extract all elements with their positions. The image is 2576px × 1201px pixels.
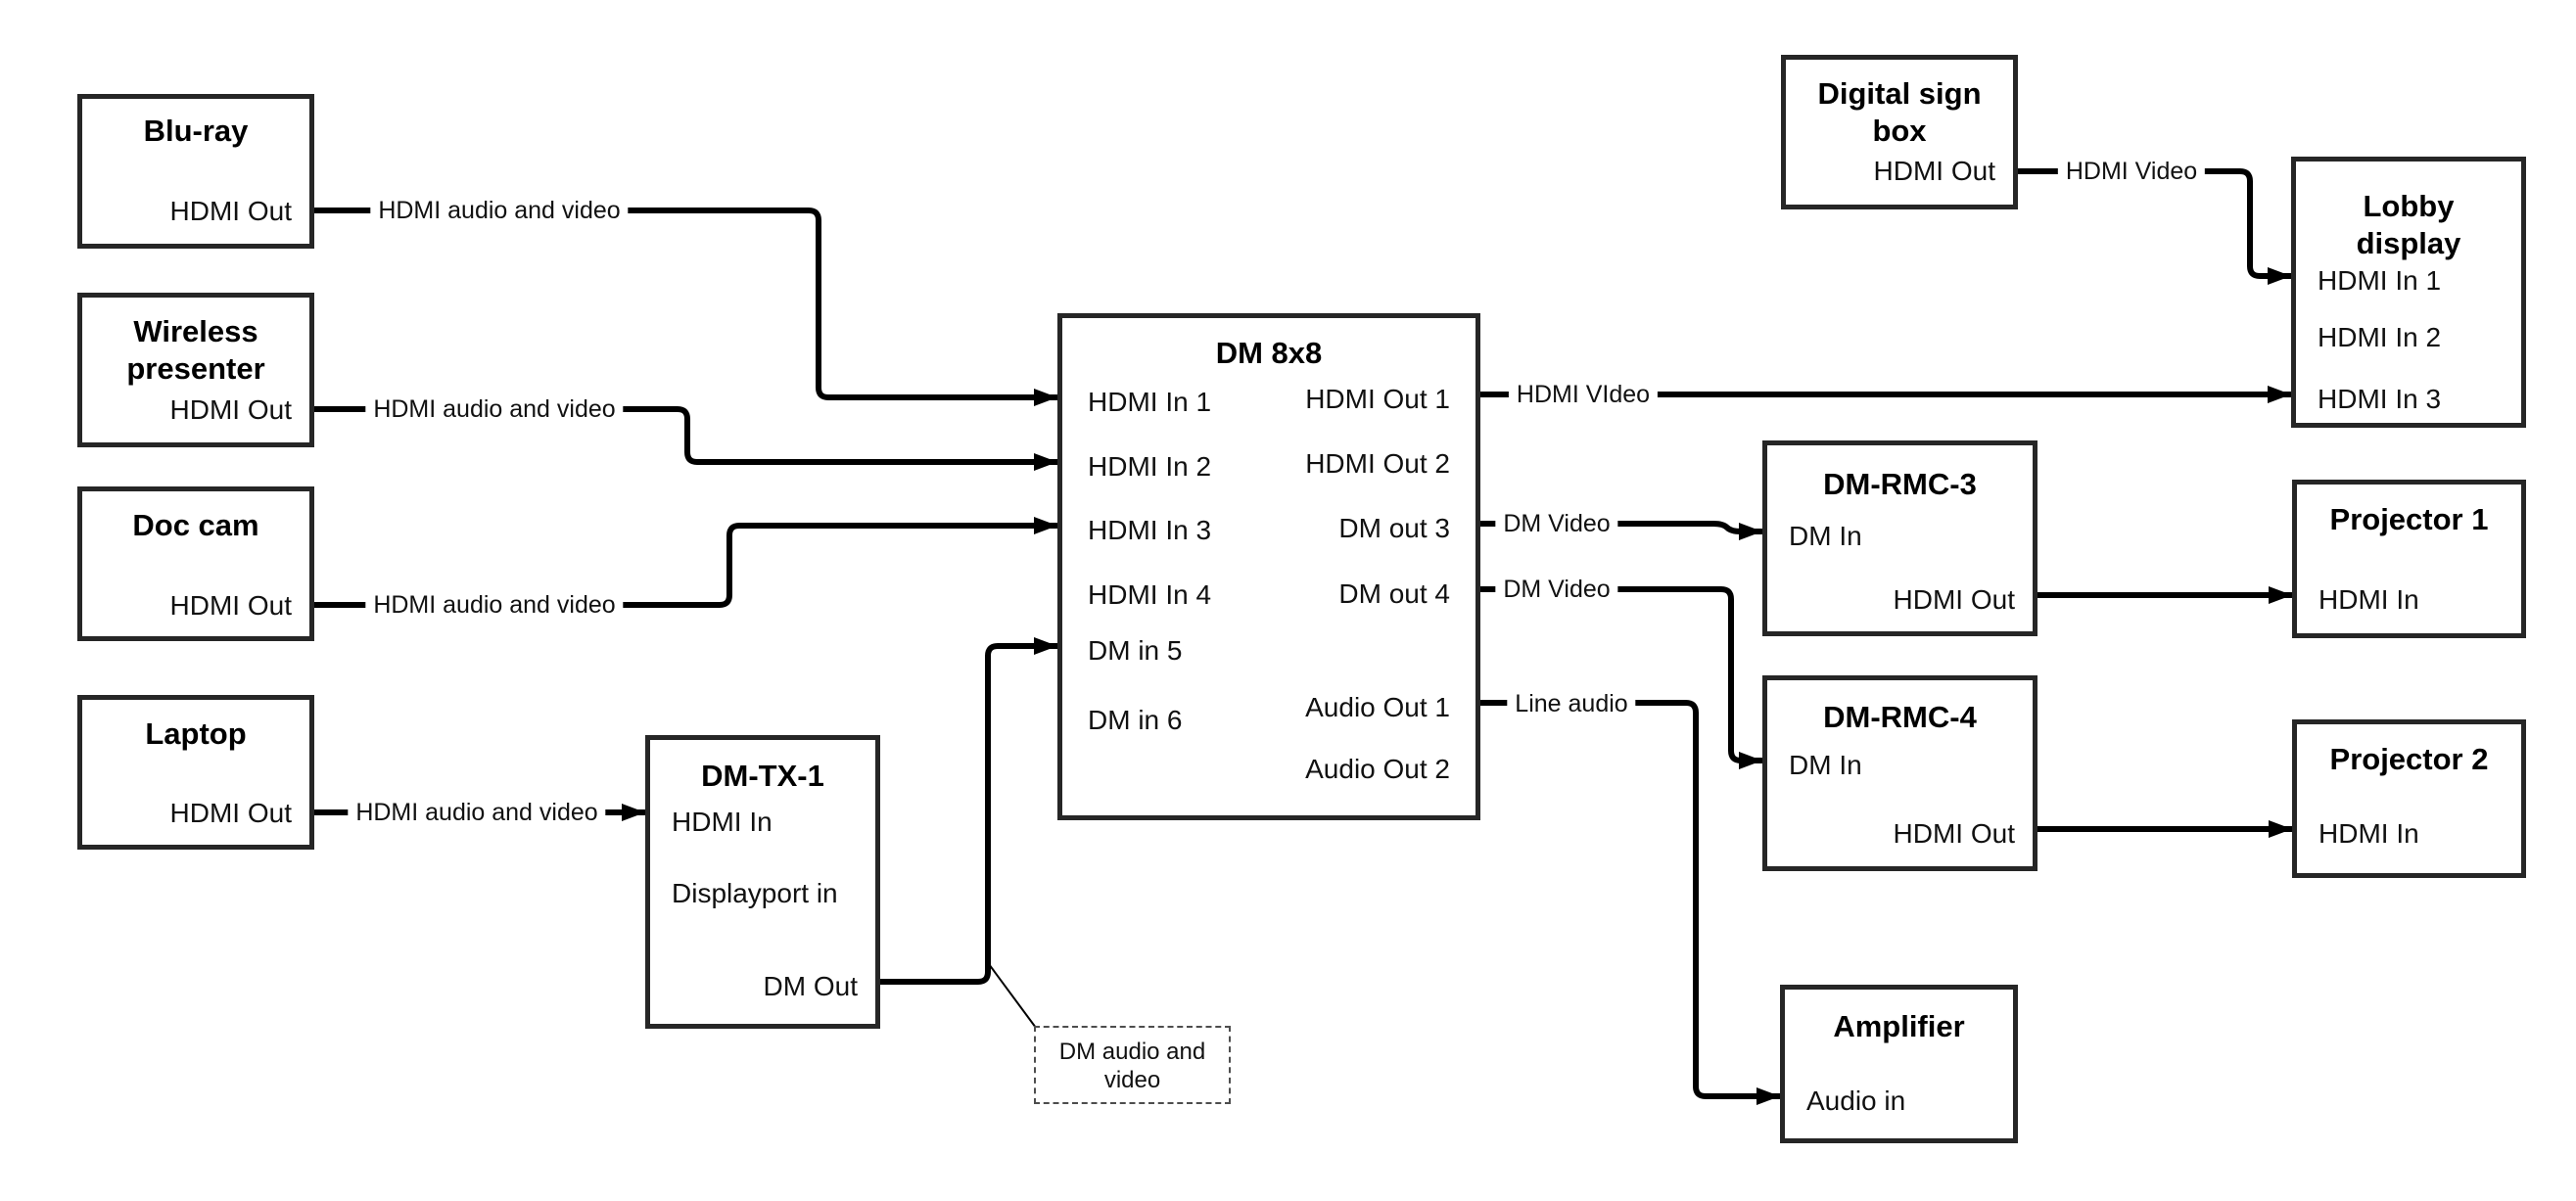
node-dm-rmc-4: DM-RMC-4 DM In HDMI Out	[1762, 675, 2037, 871]
node-dm-8x8-title: DM 8x8	[1215, 336, 1323, 370]
edge-label-hdmi-video-sign: HDMI Video	[2057, 157, 2206, 186]
node-projector-2: Projector 2 HDMI In	[2292, 719, 2526, 878]
node-dm-tx-1: DM-TX-1 HDMI In Displayport in DM Out	[645, 735, 880, 1029]
port-dm8x8-hdmi-in-4: HDMI In 4	[1088, 579, 1212, 610]
port-amplifier-audio-in: Audio in	[1806, 1086, 1906, 1116]
node-digital-sign-title-line1: Digital sign	[1817, 76, 1982, 111]
note-line1: DM audio and	[1058, 1039, 1206, 1065]
node-laptop-title: Laptop	[145, 716, 247, 751]
port-dmrmc4-hdmi-out: HDMI Out	[1893, 818, 2015, 849]
port-dm8x8-hdmi-out-2: HDMI Out 2	[1305, 448, 1450, 479]
node-doc-cam: Doc cam HDMI Out	[77, 486, 314, 641]
port-dm8x8-dm-in-5: DM in 5	[1088, 635, 1183, 666]
node-doc-cam-title: Doc cam	[132, 508, 259, 542]
node-dm-tx-1-title: DM-TX-1	[701, 759, 824, 793]
port-bluray-hdmi-out: HDMI Out	[169, 196, 292, 226]
node-digital-sign-box: Digital sign box HDMI Out	[1781, 55, 2018, 209]
edge-label-line-audio: Line audio	[1507, 689, 1636, 718]
port-dm8x8-audio-out-1: Audio Out 1	[1305, 692, 1450, 722]
note-callout-line	[988, 963, 1037, 1029]
edge-digitalsign-to-lobby-in1	[2018, 168, 2291, 285]
port-dm8x8-hdmi-in-2: HDMI In 2	[1088, 451, 1212, 482]
node-wireless-title-line1: Wireless	[133, 314, 258, 348]
note-line2: video	[1103, 1067, 1161, 1093]
port-dmtx1-hdmi-in: HDMI In	[672, 807, 773, 837]
edge-dm8x8-audio1-to-amplifier	[1480, 700, 1780, 1105]
node-bluray-title: Blu-ray	[143, 114, 249, 148]
port-dm8x8-dm-in-6: DM in 6	[1088, 705, 1183, 735]
port-doccam-hdmi-out: HDMI Out	[169, 590, 292, 621]
port-dm8x8-dm-out-4: DM out 4	[1338, 578, 1450, 609]
port-dm8x8-hdmi-in-3: HDMI In 3	[1088, 515, 1212, 545]
edge-label-hdmi-video-out1: HDMI VIdeo	[1508, 380, 1659, 409]
node-dm-8x8: DM 8x8 HDMI In 1 HDMI In 2 HDMI In 3 HDM…	[1057, 313, 1480, 820]
node-laptop: Laptop HDMI Out	[77, 695, 314, 850]
edge-wireless-to-dm8x8-in2	[314, 406, 1057, 471]
port-dm8x8-audio-out-2: Audio Out 2	[1305, 754, 1450, 784]
node-lobby-title-line1: Lobby	[2363, 189, 2455, 223]
edge-dmtx1-to-dm8x8-in5	[880, 637, 1057, 985]
edge-label-dm-video-out4: DM Video	[1495, 575, 1618, 604]
port-dmrmc4-dm-in: DM In	[1789, 750, 1862, 780]
port-proj2-hdmi-in: HDMI In	[2318, 818, 2419, 849]
port-dm8x8-hdmi-in-1: HDMI In 1	[1088, 387, 1212, 417]
port-digitalsign-hdmi-out: HDMI Out	[1873, 156, 1995, 186]
edge-bluray-to-dm8x8-in1	[314, 208, 1057, 406]
node-lobby-display: Lobby display HDMI In 1 HDMI In 2 HDMI I…	[2291, 157, 2526, 428]
node-dm-rmc-4-title: DM-RMC-4	[1823, 700, 1977, 734]
edge-dm8x8-out4-to-dmrmc4	[1480, 586, 1762, 769]
node-digital-sign-title-line2: box	[1872, 114, 1927, 148]
edge-label-wireless-hdmi-av: HDMI audio and video	[365, 394, 624, 424]
node-dm-rmc-3-title: DM-RMC-3	[1823, 467, 1977, 501]
node-bluray: Blu-ray HDMI Out	[77, 94, 314, 249]
port-laptop-hdmi-out: HDMI Out	[169, 798, 292, 828]
port-lobby-hdmi-in-1: HDMI In 1	[2318, 265, 2442, 296]
port-proj1-hdmi-in: HDMI In	[2318, 584, 2419, 615]
port-dmrmc3-hdmi-out: HDMI Out	[1893, 584, 2015, 615]
node-amplifier: Amplifier Audio in	[1780, 985, 2018, 1143]
port-wireless-hdmi-out: HDMI Out	[169, 394, 292, 425]
node-projector-2-title: Projector 2	[2329, 742, 2489, 776]
edge-label-doccam-hdmi-av: HDMI audio and video	[365, 590, 624, 620]
node-projector-1: Projector 1 HDMI In	[2292, 480, 2526, 638]
port-dm8x8-dm-out-3: DM out 3	[1338, 513, 1450, 543]
node-dm-rmc-3: DM-RMC-3 DM In HDMI Out	[1762, 440, 2037, 636]
port-dmtx1-dm-out: DM Out	[763, 971, 858, 1001]
edge-doccam-to-dm8x8-in3	[314, 517, 1057, 608]
node-projector-1-title: Projector 1	[2329, 502, 2489, 536]
node-wireless-title-line2: presenter	[126, 351, 265, 386]
edge-dm8x8-out3-to-dmrmc3	[1480, 521, 1762, 540]
node-wireless-presenter: Wireless presenter HDMI Out	[77, 293, 314, 447]
edge-label-dm-video-out3: DM Video	[1495, 509, 1618, 538]
node-amplifier-title: Amplifier	[1833, 1009, 1965, 1043]
port-dm8x8-hdmi-out-1: HDMI Out 1	[1305, 384, 1450, 414]
edge-label-bluray-hdmi-av: HDMI audio and video	[370, 196, 629, 225]
port-dmrmc3-dm-in: DM In	[1789, 521, 1862, 551]
node-lobby-title-line2: display	[2356, 226, 2461, 260]
port-dmtx1-displayport-in: Displayport in	[672, 878, 838, 908]
port-lobby-hdmi-in-3: HDMI In 3	[2318, 384, 2442, 414]
note-dm-audio-and-video: DM audio and video	[1034, 1026, 1231, 1104]
port-lobby-hdmi-in-2: HDMI In 2	[2318, 322, 2442, 352]
edge-label-laptop-hdmi-av: HDMI audio and video	[348, 798, 606, 827]
